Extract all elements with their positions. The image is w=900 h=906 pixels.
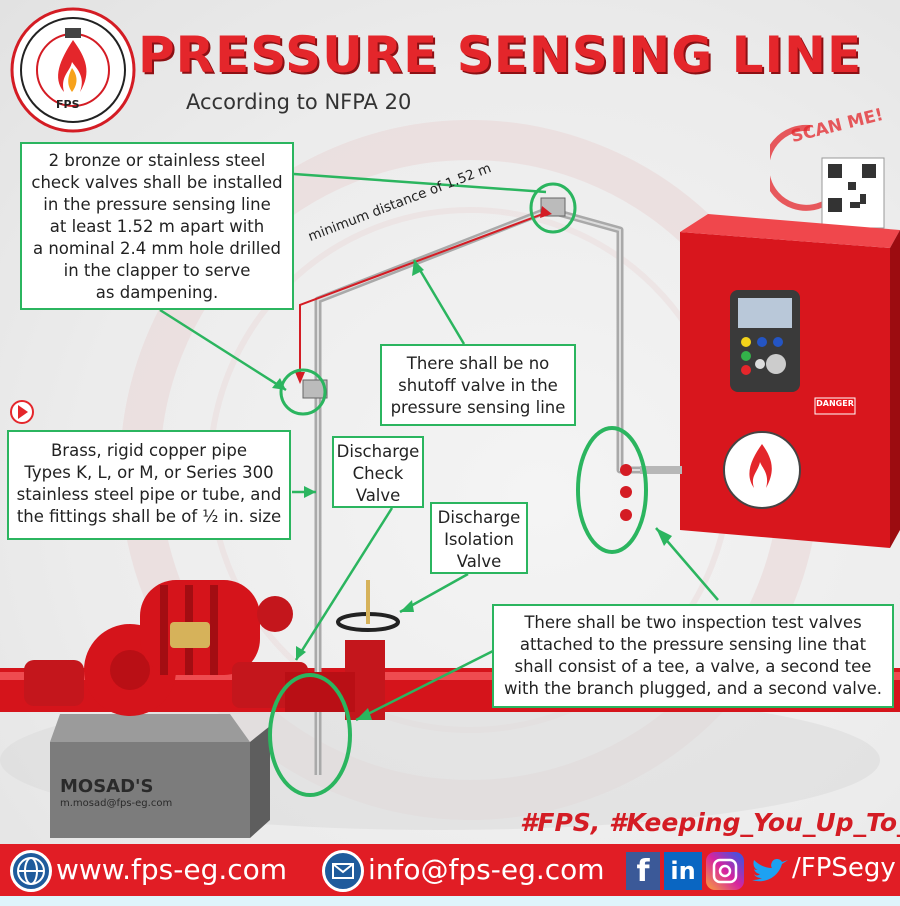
scan-me-badge	[770, 124, 885, 229]
callout-line: at least 1.52 m apart with	[49, 217, 265, 236]
email-link[interactable]: info@fps-eg.com	[368, 853, 605, 886]
callout-line: as dampening.	[95, 283, 219, 302]
callout-line: pressure sensing line	[390, 398, 566, 417]
danger-label: DANGER	[816, 399, 854, 408]
callout-line: the fittings shall be of ½ in. size	[16, 507, 282, 526]
callout-line: stainless steel pipe or tube, and	[16, 485, 282, 504]
callout-line: Brass, rigid copper pipe	[50, 441, 248, 460]
callout-line: Valve	[355, 486, 401, 505]
callout-no-shutoff: There shall be no shutoff valve in the p…	[380, 344, 576, 426]
callout-line: Discharge	[437, 508, 521, 527]
callout-line: There shall be two inspection test valve…	[524, 613, 862, 632]
callout-line: Types K, L, or M, or Series 300	[24, 463, 274, 482]
callout-line: shall consist of a tee, a valve, a secon…	[514, 657, 872, 676]
twitter-icon[interactable]	[748, 852, 792, 890]
callout-line: Isolation	[444, 530, 514, 549]
base-name: MOSAD'S	[60, 776, 154, 797]
fps-logo	[10, 7, 136, 133]
callout-line: check valves shall be installed	[31, 173, 283, 192]
base-email: m.mosad@fps-eg.com	[60, 798, 173, 809]
footer-strip	[0, 896, 900, 906]
logo-abbrev: FPS	[56, 98, 80, 111]
callout-discharge-check: Discharge Check Valve	[332, 436, 424, 508]
callout-inspection-valves: There shall be two inspection test valve…	[492, 604, 894, 708]
page-title: PRESSURE SENSING LINE	[138, 26, 863, 84]
social-handle[interactable]: /FPSegy	[792, 853, 896, 883]
linkedin-icon[interactable]: in	[664, 852, 702, 890]
callout-discharge-isolation: Discharge Isolation Valve	[430, 502, 528, 574]
hashtag: #FPS, #Keeping_You_Up_To_Code	[520, 808, 900, 837]
callout-line: attached to the pressure sensing line th…	[519, 635, 867, 654]
globe-icon	[10, 850, 52, 892]
callout-line: a nominal 2.4 mm hole drilled	[32, 239, 281, 258]
callout-line: Discharge	[336, 442, 420, 461]
footer-bar	[0, 844, 900, 896]
callout-pipe-material: Brass, rigid copper pipe Types K, L, or …	[7, 430, 291, 540]
callout-line: There shall be no	[406, 354, 550, 373]
callout-line: with the branch plugged, and a second va…	[503, 679, 883, 698]
website-link[interactable]: www.fps-eg.com	[56, 853, 288, 886]
callout-line: in the pressure sensing line	[43, 195, 271, 214]
callout-line: Check	[352, 464, 404, 483]
facebook-icon[interactable]: f	[626, 852, 660, 890]
instagram-icon[interactable]	[706, 852, 744, 890]
callout-check-valves: 2 bronze or stainless steel check valves…	[20, 142, 294, 310]
callout-line: in the clapper to serve	[63, 261, 251, 280]
callout-line: Valve	[456, 552, 502, 571]
mail-icon	[322, 850, 364, 892]
page-subtitle: According to NFPA 20	[186, 90, 412, 114]
callout-line: 2 bronze or stainless steel	[48, 151, 266, 170]
callout-line: shutoff valve in the	[398, 376, 558, 395]
